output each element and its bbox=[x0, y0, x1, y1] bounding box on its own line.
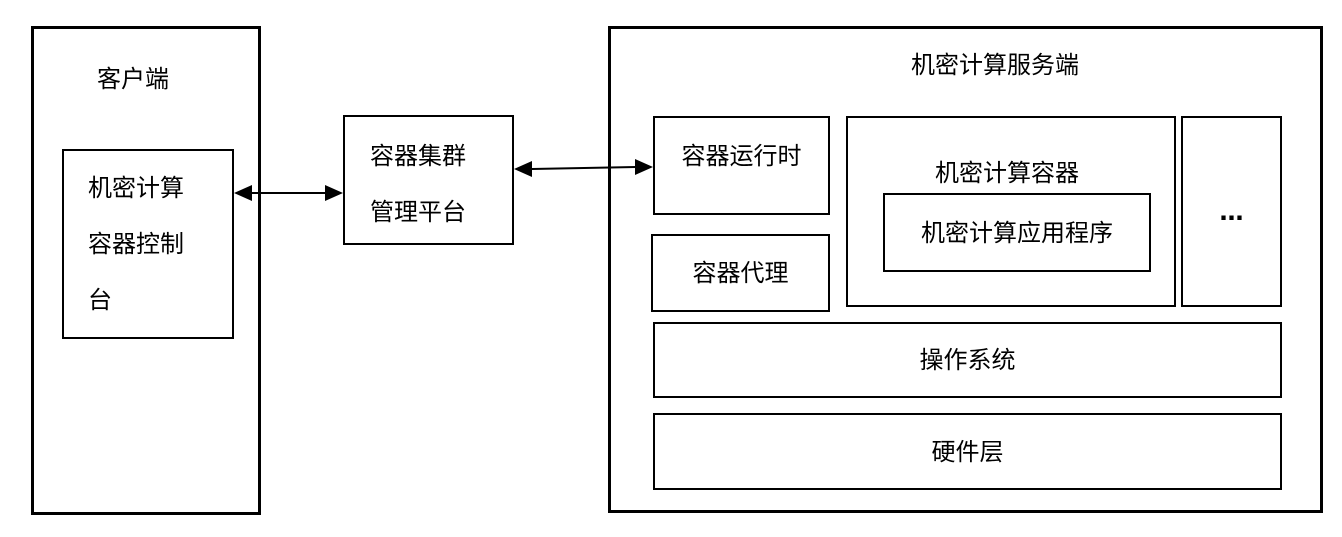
cluster-platform-label: 容器集群 管理平台 bbox=[370, 128, 466, 240]
cluster-platform-line-2: 管理平台 bbox=[370, 198, 466, 226]
cluster-platform-box bbox=[343, 115, 514, 245]
console-label-line-3: 台 bbox=[88, 286, 112, 314]
container-runtime-box: 容器运行时 bbox=[653, 116, 830, 215]
server-title: 机密计算服务端 bbox=[911, 51, 1079, 79]
hardware-box: 硬件层 bbox=[653, 413, 1282, 490]
os-box: 操作系统 bbox=[653, 322, 1282, 398]
cluster-platform-line-1: 容器集群 bbox=[370, 142, 466, 170]
container-runtime-label: 容器运行时 bbox=[681, 142, 802, 170]
container-agent-box: 容器代理 bbox=[651, 234, 830, 312]
confidential-container-title: 机密计算容器 bbox=[935, 159, 1079, 187]
console-label-line-2: 容器控制 bbox=[88, 230, 184, 258]
hardware-label: 硬件层 bbox=[931, 437, 1004, 466]
os-label: 操作系统 bbox=[919, 346, 1016, 374]
arrow-console-cluster bbox=[234, 185, 343, 201]
confidential-app-label: 机密计算应用程序 bbox=[921, 218, 1113, 247]
client-title: 客户端 bbox=[97, 65, 169, 93]
ellipsis-label: … bbox=[1219, 197, 1244, 226]
more-containers-box: … bbox=[1181, 116, 1282, 307]
arrow-cluster-runtime bbox=[514, 159, 653, 177]
console-label: 机密计算 容器控制 台 bbox=[88, 160, 184, 328]
container-agent-label: 容器代理 bbox=[692, 259, 789, 287]
confidential-app-box: 机密计算应用程序 bbox=[883, 193, 1151, 272]
console-label-line-1: 机密计算 bbox=[88, 174, 184, 202]
console-box bbox=[62, 149, 234, 339]
